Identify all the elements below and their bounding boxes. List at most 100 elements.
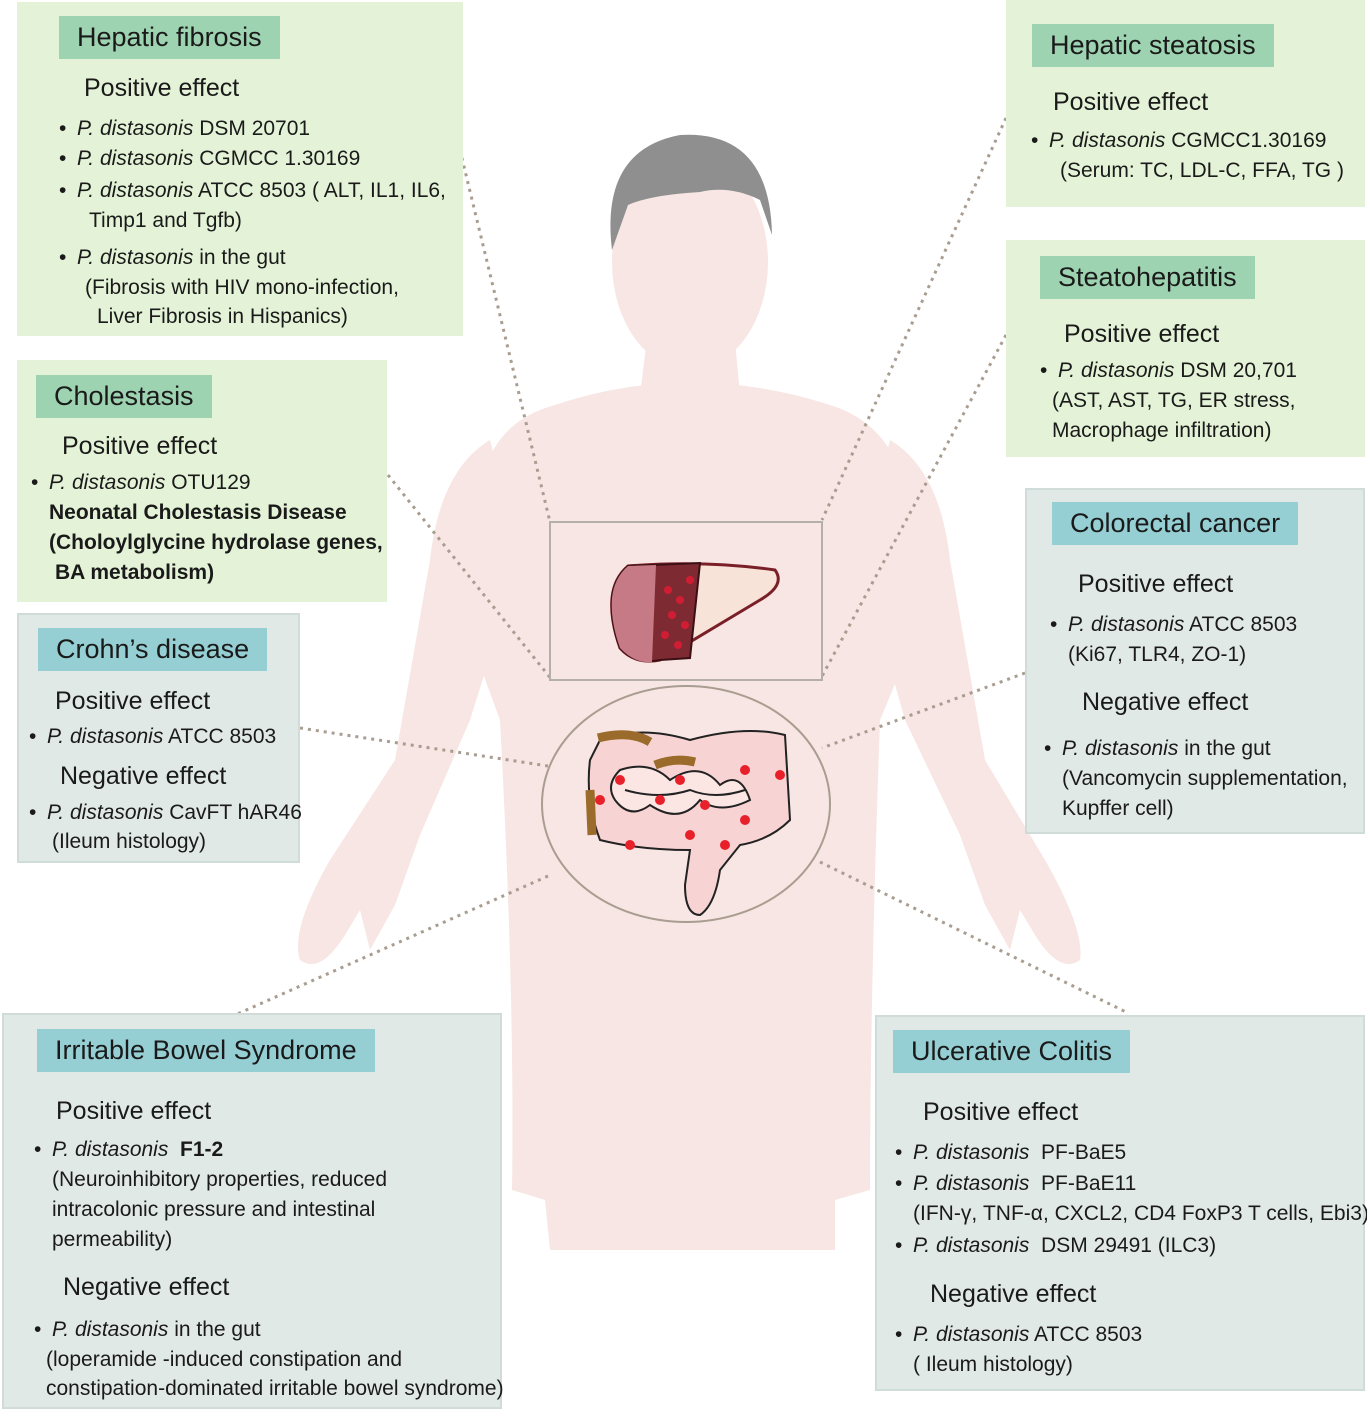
strain-name: DSM 20,701	[1180, 359, 1297, 382]
bullet: •	[29, 725, 37, 748]
ulcerative-colitis-positive-item-3: • P. distasonis DSM 29491 (ILC3)	[895, 1231, 1217, 1261]
panel-colorectal-cancer: Colorectal cancer Positive effect •P. di…	[1025, 488, 1365, 834]
hepatic-fibrosis-item-4: •P. distasonis in the gut	[59, 243, 286, 273]
intestine-circle	[541, 685, 831, 923]
steatohepatitis-title: Steatohepatitis	[1040, 256, 1255, 299]
strain-name: ATCC 8503	[1034, 1323, 1143, 1346]
crohns-negative-label: Negative effect	[60, 762, 227, 790]
colorectal-cancer-negative-item-1: • P. distasonis in the gut	[1044, 734, 1271, 764]
steatohepatitis-item-1-detail-1: (AST, AST, TG, ER stress,	[1052, 389, 1296, 412]
crohns-positive-label: Positive effect	[55, 687, 211, 715]
strain-name: in the gut	[1184, 737, 1271, 760]
bullet: •	[895, 1323, 903, 1346]
colorectal-cancer-positive-item-1-detail: (Ki67, TLR4, ZO-1)	[1068, 643, 1247, 666]
bullet: •	[1040, 359, 1048, 382]
ulcerative-colitis-title: Ulcerative Colitis	[893, 1030, 1131, 1073]
panel-cholestasis: Cholestasis Positive effect • P. distason…	[17, 360, 387, 602]
panel-ulcerative-colitis: Ulcerative Colitis Positive effect • P. d…	[875, 1015, 1367, 1391]
ulcerative-colitis-negative-label: Negative effect	[930, 1280, 1097, 1308]
organism-name: P. distasonis	[1049, 129, 1166, 152]
colorectal-cancer-positive-label: Positive effect	[1078, 570, 1234, 598]
cholestasis-title: Cholestasis	[36, 375, 212, 418]
hepatic-steatosis-item-1: •P. distasonis CGMCC1.30169	[1031, 126, 1326, 156]
bullet: •	[895, 1141, 903, 1164]
hepatic-fibrosis-item-3: •P. distasonis ATCC 8503 ( ALT, IL1, IL6…	[59, 176, 446, 206]
organism-name: P. distasonis	[1062, 737, 1179, 760]
ulcerative-colitis-positive-item-2: • P. distasonis PF-BaE11	[895, 1169, 1137, 1199]
hepatic-steatosis-positive-label: Positive effect	[1053, 88, 1209, 116]
bullet: •	[1031, 129, 1039, 152]
bullet: •	[34, 1138, 42, 1161]
strain-name: ATCC 8503 ( ALT, IL1, IL6,	[198, 179, 446, 202]
organism-name: P. distasonis	[913, 1323, 1030, 1346]
colorectal-cancer-negative-label: Negative effect	[1082, 688, 1249, 716]
bullet: •	[59, 117, 67, 140]
ibs-positive-item-1-detail-1: (Neuroinhibitory properties, reduced	[52, 1168, 388, 1191]
ulcerative-colitis-positive-item-1: • P. distasonis PF-BaE5	[895, 1138, 1127, 1168]
ibs-positive-item-1-detail-2: intracolonic pressure and intestinal	[52, 1198, 376, 1221]
bullet: •	[59, 147, 67, 170]
hepatic-steatosis-item-1-detail: (Serum: TC, LDL-C, FFA, TG )	[1060, 159, 1344, 182]
hepatic-fibrosis-title: Hepatic fibrosis	[59, 16, 280, 59]
intestine-icon	[585, 730, 792, 917]
bullet: •	[29, 801, 37, 824]
colorectal-cancer-negative-item-1-detail-2: Kupffer cell)	[1062, 797, 1174, 820]
ibs-title: Irritable Bowel Syndrome	[37, 1029, 375, 1072]
hepatic-fibrosis-item-4-detail-2: Liver Fibrosis in Hispanics)	[97, 305, 348, 328]
ibs-positive-label: Positive effect	[56, 1097, 212, 1125]
crohns-title: Crohn’s disease	[38, 628, 268, 671]
organism-name: P. distasonis	[1058, 359, 1175, 382]
strain-name: ATCC 8503	[1189, 613, 1298, 636]
ibs-positive-item-1: • P. distasonis F1-2	[34, 1135, 224, 1165]
bullet: •	[895, 1172, 903, 1195]
ulcerative-colitis-negative-item-1: • P. distasonis ATCC 8503	[895, 1320, 1143, 1350]
strain-name: F1-2	[180, 1138, 224, 1161]
organism-name: P. distasonis	[1068, 613, 1185, 636]
strain-name: PF-BaE5	[1041, 1141, 1127, 1164]
ulcerative-colitis-positive-label: Positive effect	[923, 1098, 1079, 1126]
crohns-negative-item-1: •P. distasonis CavFT hAR46	[29, 798, 302, 828]
hepatic-fibrosis-item-2: •P. distasonis CGMCC 1.30169	[59, 144, 360, 174]
organism-name: P. distasonis	[913, 1172, 1030, 1195]
organism-name: P. distasonis	[47, 725, 164, 748]
hepatic-fibrosis-positive-label: Positive effect	[84, 74, 240, 102]
cholestasis-positive-label: Positive effect	[62, 432, 218, 460]
bullet: •	[895, 1234, 903, 1257]
bullet: •	[31, 471, 39, 494]
strain-name: DSM 29491 (ILC3)	[1041, 1234, 1217, 1257]
strain-name: PF-BaE11	[1041, 1172, 1137, 1195]
crohns-negative-item-1-detail: (Ileum histology)	[52, 830, 207, 853]
strain-name: CavFT hAR46	[169, 801, 302, 824]
strain-name: in the gut	[174, 1318, 261, 1341]
connector-lines	[234, 117, 1129, 1017]
ulcerative-colitis-negative-item-1-detail: ( Ileum histology)	[913, 1353, 1073, 1376]
liver-box	[549, 521, 823, 681]
cholestasis-item-1-detail-1: Neonatal Cholestasis Disease	[49, 501, 347, 524]
cholestasis-item-1: •P. distasonis OTU129	[31, 468, 251, 498]
ulcerative-colitis-positive-item-2-detail: (IFN-γ, TNF-α, CXCL2, CD4 FoxP3 T cells,…	[913, 1202, 1367, 1225]
ibs-negative-label: Negative effect	[63, 1273, 230, 1301]
hepatic-fibrosis-item-1: • P. distasonis DSM 20701	[59, 114, 311, 144]
organism-name: P. distasonis	[52, 1138, 169, 1161]
organism-name: P. distasonis	[52, 1318, 169, 1341]
organism-name: P. distasonis	[913, 1234, 1030, 1257]
bullet: •	[1050, 613, 1058, 636]
steatohepatitis-positive-label: Positive effect	[1064, 320, 1220, 348]
steatohepatitis-item-1: • P. distasonis DSM 20,701	[1040, 356, 1297, 386]
organism-name: P. distasonis	[77, 117, 194, 140]
steatohepatitis-item-1-detail-2: Macrophage infiltration)	[1052, 419, 1272, 442]
organism-name: P. distasonis	[77, 179, 194, 202]
crohns-positive-item-1: •P. distasonis ATCC 8503	[29, 722, 276, 752]
organism-name: P. distasonis	[913, 1141, 1030, 1164]
ibs-negative-item-1-detail-1: (loperamide -induced constipation and	[46, 1348, 403, 1371]
bullet: •	[1044, 737, 1052, 760]
panel-hepatic-fibrosis: Hepatic fibrosis Positive effect •P. dis…	[17, 2, 463, 336]
strain-name: DSM 20701	[199, 117, 311, 140]
hepatic-steatosis-title: Hepatic steatosis	[1032, 24, 1274, 67]
organism-name: P. distasonis	[49, 471, 166, 494]
ibs-positive-item-1-detail-3: permeability)	[52, 1228, 173, 1251]
organism-name: P. distasonis	[77, 246, 194, 269]
bullet: •	[34, 1318, 42, 1341]
strain-name: in the gut	[199, 246, 286, 269]
